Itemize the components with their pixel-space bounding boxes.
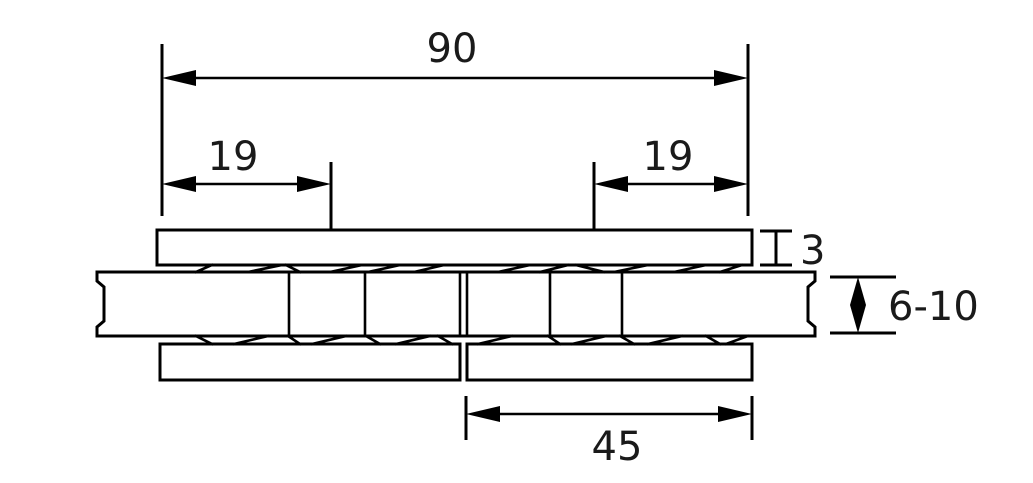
arrow-right-icon [714, 176, 748, 192]
dimension-label-19-right: 19 [643, 134, 694, 180]
dimension-label-45: 45 [592, 424, 643, 470]
centre-split-gap [458, 270, 469, 338]
dimension-label-19-left: 19 [208, 134, 259, 180]
dimension-label-3: 3 [800, 228, 825, 274]
arrow-left-icon [162, 176, 196, 192]
arrow-left-icon [594, 176, 628, 192]
arrow-up-icon [850, 277, 866, 305]
bottom-plate-left [158, 342, 462, 382]
arrow-right-icon [297, 176, 331, 192]
dimension-label-6-10: 6-10 [888, 284, 979, 330]
arrow-left-icon [162, 70, 196, 86]
serration-band-top [155, 263, 754, 274]
body-internal-dividers [287, 270, 624, 338]
assembly-geometry [95, 228, 817, 382]
arrow-left-icon [466, 406, 500, 422]
dimension-bottom-span: 45 [464, 396, 754, 470]
glass-panel-body [95, 270, 817, 338]
bottom-plate-right [465, 342, 754, 382]
dimension-plate-thickness: 3 [760, 228, 825, 274]
dimension-left-offset: 19 [162, 134, 333, 230]
dimension-right-offset: 19 [592, 134, 748, 230]
dimension-glass-thickness: 6-10 [830, 275, 979, 335]
dimension-label-90: 90 [427, 26, 478, 72]
arrow-right-icon [714, 70, 748, 86]
serration-band-bottom [158, 334, 754, 346]
dimension-overall-width: 90 [160, 26, 750, 216]
arrow-right-icon [718, 406, 752, 422]
arrow-down-icon [850, 305, 866, 333]
top-cover-plate [155, 228, 754, 267]
